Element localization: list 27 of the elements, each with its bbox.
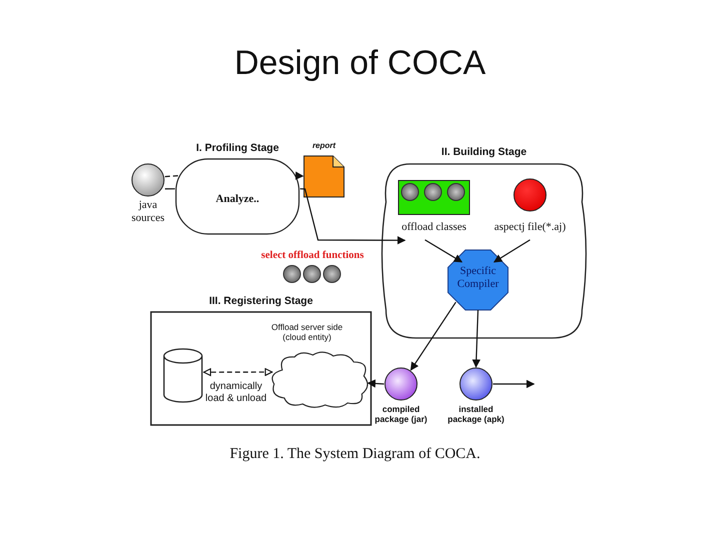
dashed-arrow [295,171,304,180]
stage-heading: I. Profiling Stage [195,142,280,154]
node-caption: offload classes [400,221,468,234]
node-caption: aspectj file(*.aj) [493,221,567,234]
node-caption: java sources [130,199,166,224]
arrow [367,379,384,388]
node-caption: installed package (apk) [447,405,505,425]
dashed-arrow [203,368,273,376]
arrow [410,302,456,371]
node-text: Analyze.. [214,193,260,206]
diagram-title: Design of COCA [233,44,487,83]
database-cylinder [163,348,203,403]
annotation-label: select offload functions [260,250,365,262]
node-caption: report [311,141,337,150]
node-text: Specific Compiler [456,265,500,290]
figure-caption: Figure 1. The System Diagram of COCA. [228,446,482,463]
arrow [300,188,406,244]
arrow [493,239,530,263]
stage-heading: III. Registering Stage [208,295,314,308]
arrow [424,239,463,263]
node-caption: compiled package (jar) [374,405,428,425]
stage-heading: II. Building Stage [440,146,528,158]
arrow [493,380,535,388]
compiler-octagon [448,250,508,310]
arrow [472,310,480,368]
edge-label: dynamically load & unload [204,381,268,404]
node-caption: Offload server side (cloud entity) [270,323,344,343]
